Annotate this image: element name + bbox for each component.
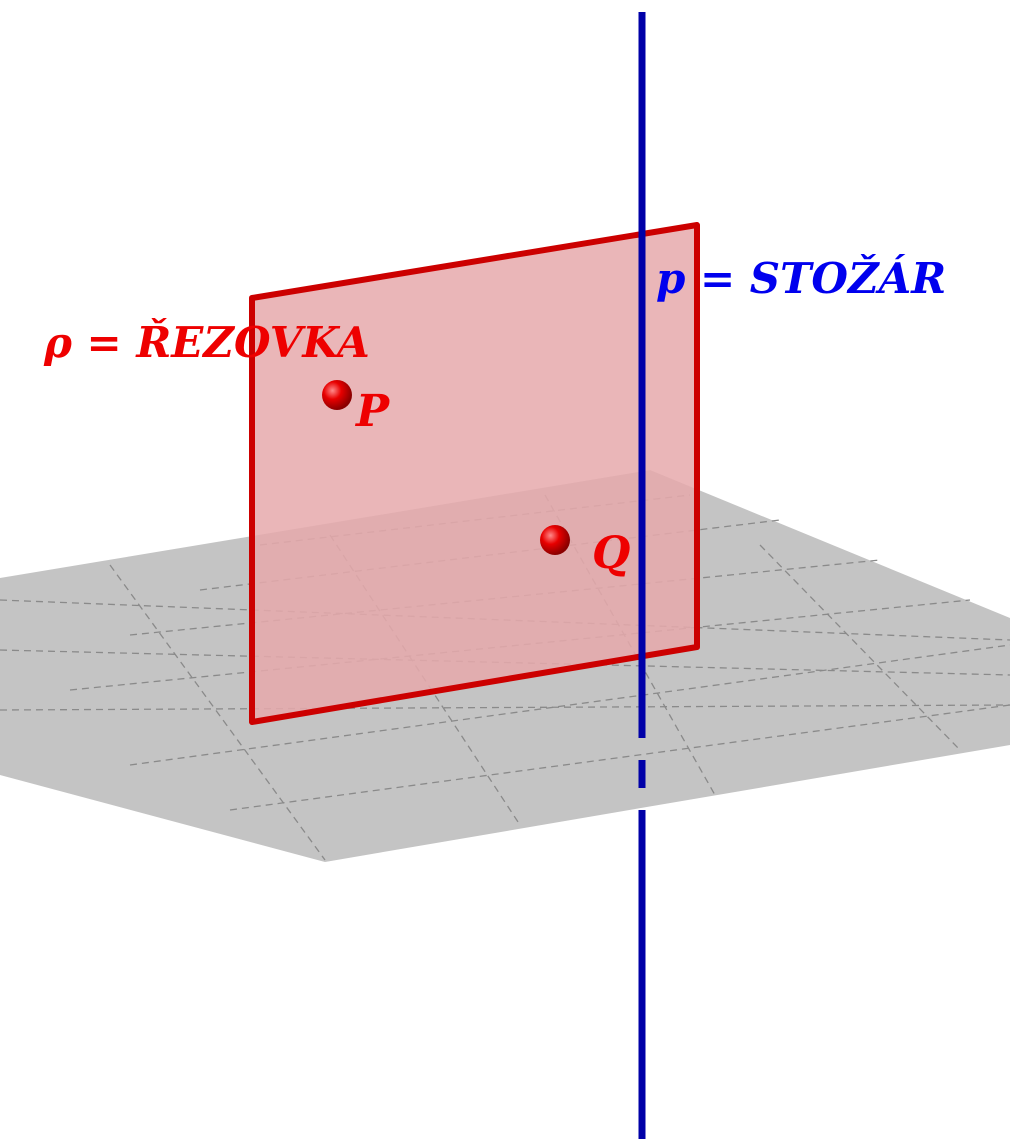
grid-line (129, 644, 1010, 766)
grid-line (109, 564, 326, 861)
point-q-label: Q (592, 528, 631, 579)
point-p-label: P (356, 386, 390, 437)
plane-rho (252, 225, 697, 722)
point-p[interactable] (322, 380, 352, 410)
plane-label: ρ = ŘEZOVKA (44, 318, 370, 367)
plane-rho-edge (249, 222, 700, 725)
grid-line (0, 704, 1010, 711)
point-q[interactable] (540, 525, 570, 555)
grid-line (69, 599, 971, 691)
line-label: p = STOŽÁR (656, 254, 947, 303)
